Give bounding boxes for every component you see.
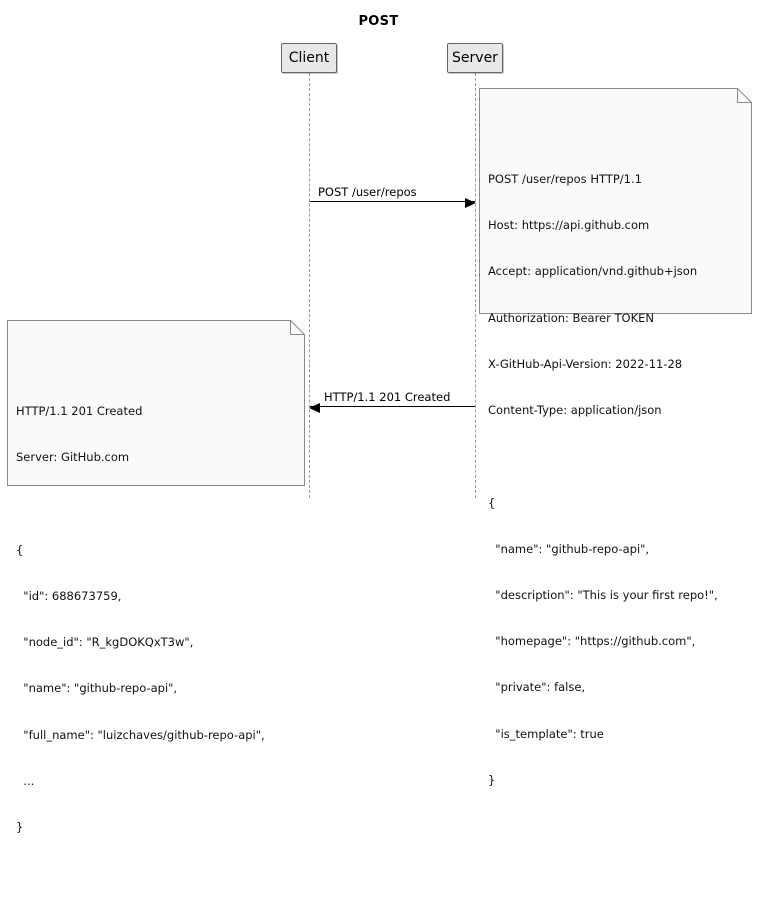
lifeline-client — [309, 73, 310, 498]
note-shape-folded-corner-icon — [479, 88, 752, 314]
note-line: Authorization: Bearer TOKEN — [488, 310, 654, 325]
note-line: Content-Type: application/json — [488, 403, 662, 418]
diagram-title: POST — [358, 14, 399, 29]
message-request[interactable]: POST /user/repos — [310, 180, 476, 208]
note-line: "node_id": "R_kgDOKQxT3w", — [16, 635, 194, 650]
note-line: "name": "github-repo-api", — [488, 541, 650, 556]
note-line: } — [16, 819, 24, 834]
note-line: "is_template": true — [488, 726, 604, 741]
message-request-label: POST /user/repos — [318, 185, 417, 199]
note-response-body: HTTP/1.1 201 Created Server: GitHub.com … — [7, 366, 305, 873]
arrowhead-left-icon — [309, 402, 320, 413]
note-shape-folded-corner-icon — [7, 320, 305, 486]
message-response[interactable]: HTTP/1.1 201 Created — [309, 385, 475, 413]
participant-client[interactable]: Client — [281, 43, 337, 73]
note-request: POST /user/repos HTTP/1.1 Host: https://… — [479, 88, 752, 787]
note-line: ... — [16, 773, 35, 788]
note-line: Server: GitHub.com — [16, 450, 130, 465]
note-response: HTTP/1.1 201 Created Server: GitHub.com … — [7, 320, 305, 834]
note-line: "name": "github-repo-api", — [16, 681, 178, 696]
note-line-blank — [16, 496, 296, 511]
arrowhead-right-icon — [465, 197, 476, 208]
message-response-label: HTTP/1.1 201 Created — [324, 390, 451, 404]
message-request-line — [310, 201, 475, 202]
note-line: "private": false, — [488, 680, 586, 695]
note-line: { — [16, 542, 24, 557]
note-line: X-GitHub-Api-Version: 2022-11-28 — [488, 356, 683, 371]
note-line: POST /user/repos HTTP/1.1 — [488, 172, 642, 187]
note-request-body: POST /user/repos HTTP/1.1 Host: https://… — [479, 134, 752, 826]
note-line: "homepage": "https://github.com", — [488, 634, 696, 649]
note-line: "id": 688673759, — [16, 588, 122, 603]
note-line-blank — [488, 449, 743, 464]
note-line: { — [488, 495, 496, 510]
message-response-line — [310, 406, 475, 407]
participant-server[interactable]: Server — [447, 43, 503, 73]
note-line: Accept: application/vnd.github+json — [488, 264, 698, 279]
note-line: HTTP/1.1 201 Created — [16, 404, 143, 419]
lifeline-server — [475, 73, 476, 498]
sequence-diagram-canvas: POST Client Server POST /user/repos HTTP… — [7, 14, 752, 834]
note-line: Host: https://api.github.com — [488, 218, 650, 233]
note-line: "full_name": "luizchaves/github-repo-api… — [16, 727, 265, 742]
note-line: } — [488, 772, 496, 787]
note-line: "description": "This is your first repo!… — [488, 587, 718, 602]
